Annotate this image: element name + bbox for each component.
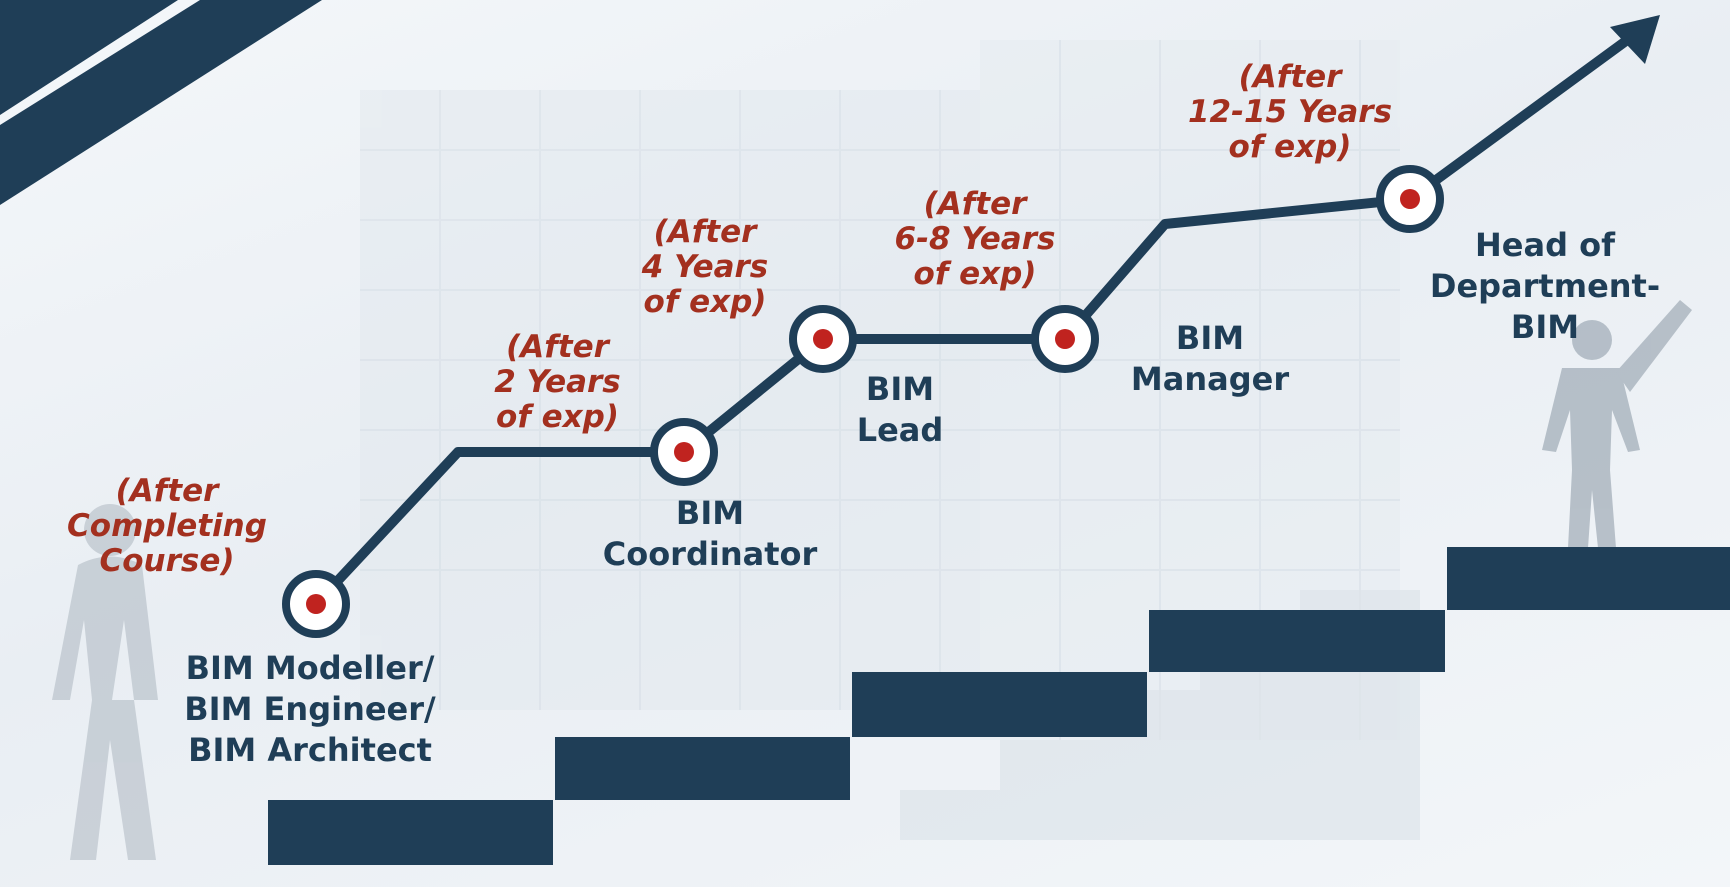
milestone-node-2 <box>650 418 718 486</box>
role-label-2: BIM Coordinator <box>585 493 835 575</box>
staircase <box>268 547 1730 865</box>
experience-label-1: (After Completing Course) <box>22 474 312 579</box>
walking-person-silhouette <box>52 504 158 860</box>
role-line: BIM Engineer/ <box>184 690 436 728</box>
experience-label-3: (After 4 Years of exp) <box>610 215 800 320</box>
experience-line: Completing <box>67 508 267 544</box>
experience-line: of exp) <box>913 256 1037 292</box>
role-label-4: BIM Manager <box>1095 318 1325 400</box>
role-line: BIM <box>1175 319 1245 357</box>
role-line: BIM <box>675 494 745 532</box>
milestone-node-3 <box>789 305 857 373</box>
career-growth-line <box>311 33 1635 609</box>
experience-line: of exp) <box>1228 129 1352 165</box>
experience-line: 6-8 Years <box>894 221 1056 257</box>
role-line: BIM <box>1510 308 1580 346</box>
role-line: Manager <box>1130 360 1290 398</box>
role-line: Lead <box>856 411 944 449</box>
experience-label-5: (After 12-15 Years of exp) <box>1150 60 1430 165</box>
experience-line: (After <box>506 329 609 365</box>
experience-line: (After <box>653 214 757 250</box>
arrow-head <box>1610 15 1660 64</box>
stair-step-3 <box>852 672 1147 737</box>
milestone-node-4 <box>1031 305 1099 373</box>
experience-line: of exp) <box>643 284 767 320</box>
experience-label-4: (After 6-8 Years of exp) <box>855 187 1095 292</box>
experience-line: Course) <box>99 543 235 579</box>
experience-line: 2 Years <box>494 364 621 400</box>
milestone-node-1 <box>282 570 350 638</box>
stair-step-2 <box>555 737 850 800</box>
role-label-1: BIM Modeller/ BIM Engineer/ BIM Architec… <box>120 648 500 771</box>
role-line: BIM Architect <box>188 731 432 769</box>
milestone-node-5 <box>1376 165 1444 233</box>
role-line: Coordinator <box>602 535 818 573</box>
role-line: Head of <box>1474 226 1616 264</box>
experience-label-2: (After 2 Years of exp) <box>450 330 665 435</box>
role-line: BIM <box>865 370 935 408</box>
cheering-person-silhouette <box>1542 300 1692 548</box>
role-line: BIM Modeller/ <box>185 649 435 687</box>
experience-line: (After <box>923 186 1027 222</box>
experience-line: of exp) <box>496 399 619 435</box>
stair-step-5 <box>1447 547 1730 610</box>
stair-step-1 <box>268 800 553 865</box>
role-line: Department- <box>1429 267 1661 305</box>
experience-line: (After <box>115 473 219 509</box>
corner-stripes <box>0 0 322 205</box>
experience-line: 12-15 Years <box>1187 94 1393 130</box>
role-label-3: BIM Lead <box>820 369 980 451</box>
experience-line: 4 Years <box>641 249 769 285</box>
experience-line: (After <box>1238 59 1342 95</box>
role-label-5: Head of Department- BIM <box>1380 225 1710 348</box>
stair-step-4 <box>1149 610 1445 672</box>
